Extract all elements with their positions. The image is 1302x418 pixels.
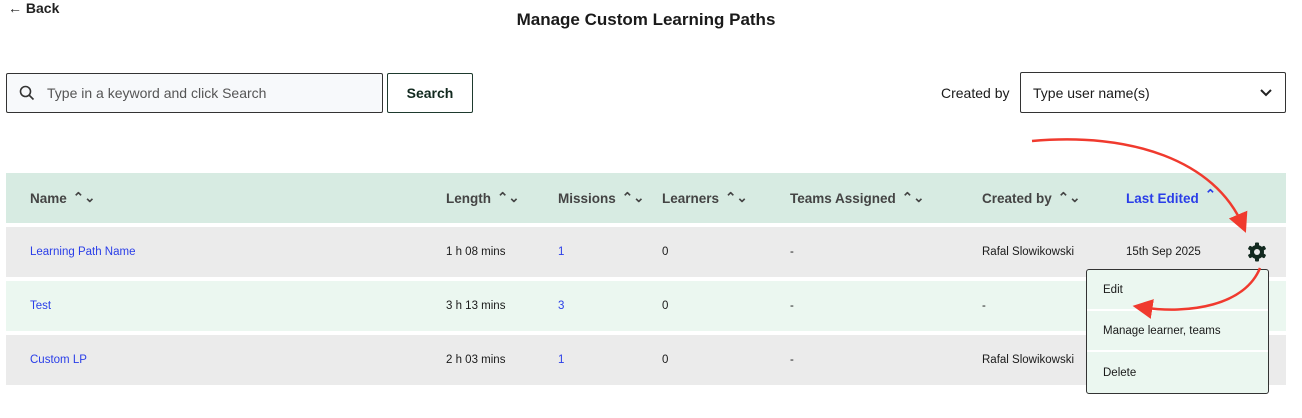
missions-link[interactable]: 1 <box>558 354 565 366</box>
last-edited-cell: 15th Sep 2025 <box>1126 246 1201 258</box>
length-cell: 3 h 13 mins <box>446 300 506 312</box>
table-row: Custom LP 2 h 03 mins 1 0 - Rafal Slowik… <box>6 335 1286 385</box>
search-input[interactable]: Type in a keyword and click Search <box>6 73 383 113</box>
sort-icon: ⌃⌄ <box>72 190 96 205</box>
length-cell: 1 h 08 mins <box>446 246 506 258</box>
missions-link[interactable]: 1 <box>558 246 565 258</box>
page-title: Manage Custom Learning Paths <box>516 10 776 29</box>
menu-item-delete[interactable]: Delete <box>1103 366 1137 379</box>
col-teams[interactable]: Teams Assigned⌃⌄ <box>790 190 925 206</box>
search-icon <box>19 85 35 101</box>
learners-cell: 0 <box>662 354 669 366</box>
col-learners[interactable]: Learners⌃⌄ <box>662 190 748 206</box>
teams-cell: - <box>790 300 794 312</box>
sort-icon: ⌃⌄ <box>621 190 645 205</box>
table-header: Name⌃⌄ Length⌃⌄ Missions⌃⌄ Learners⌃⌄ Te… <box>6 173 1286 223</box>
sort-icon: ⌃⌄ <box>497 190 520 205</box>
missions-link[interactable]: 3 <box>558 300 565 312</box>
created-by-cell: Rafal Slowikowski <box>982 246 1075 258</box>
created-by-placeholder: Type user name(s) <box>1033 84 1150 101</box>
back-link[interactable]: ← Back <box>8 0 60 16</box>
col-last-edited[interactable]: Last Edited⌃ <box>1126 187 1217 206</box>
search-button[interactable]: Search <box>387 73 473 113</box>
col-created-by[interactable]: Created by⌃⌄ <box>982 190 1081 206</box>
sort-icon: ⌃⌄ <box>901 190 925 205</box>
created-by-label: Created by <box>941 85 1010 101</box>
gear-icon[interactable] <box>1247 242 1267 262</box>
search-placeholder: Type in a keyword and click Search <box>47 85 267 101</box>
sort-icon: ⌃⌄ <box>725 190 748 205</box>
col-length[interactable]: Length⌃⌄ <box>446 190 520 206</box>
teams-cell: - <box>790 354 794 366</box>
learners-cell: 0 <box>662 300 669 312</box>
menu-item-manage[interactable]: Manage learner, teams <box>1087 311 1268 352</box>
col-missions[interactable]: Missions⌃⌄ <box>558 190 645 206</box>
created-by-select[interactable]: Type user name(s) <box>1020 72 1286 113</box>
path-name-link[interactable]: Test <box>30 300 52 312</box>
sort-icon: ⌃⌄ <box>1057 190 1081 205</box>
chevron-down-icon <box>1260 88 1272 96</box>
menu-item-edit[interactable]: Edit <box>1087 270 1268 311</box>
teams-cell: - <box>790 246 794 258</box>
table-row: Test 3 h 13 mins 3 0 - - <box>6 281 1286 331</box>
created-by-cell: - <box>982 300 986 312</box>
col-name[interactable]: Name⌃⌄ <box>30 190 96 206</box>
path-name-link[interactable]: Learning Path Name <box>30 246 136 258</box>
actions-menu: Edit Manage learner, teams Delete <box>1086 269 1269 394</box>
created-by-cell: Rafal Slowikowski <box>982 354 1075 366</box>
sort-up-icon: ⌃ <box>1204 187 1217 202</box>
length-cell: 2 h 03 mins <box>446 354 506 366</box>
path-name-link[interactable]: Custom LP <box>30 354 87 366</box>
learners-cell: 0 <box>662 246 669 258</box>
table-row: Learning Path Name 1 h 08 mins 1 0 - Raf… <box>6 227 1286 277</box>
